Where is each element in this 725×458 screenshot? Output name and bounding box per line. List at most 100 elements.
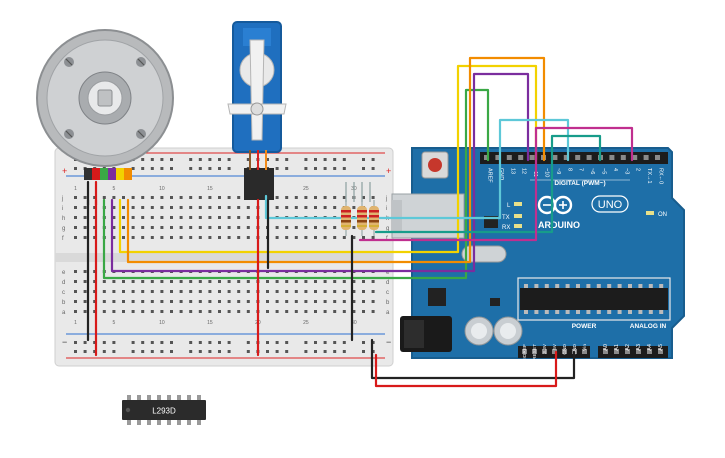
breadboard-hole[interactable] [112,226,116,229]
breadboard-hole[interactable] [294,236,298,239]
breadboard-hole[interactable] [131,196,135,199]
power-pin[interactable] [552,349,557,354]
analog-pin[interactable] [636,349,641,354]
rail-hole[interactable] [323,158,327,161]
rail-hole[interactable] [333,350,337,353]
power-pin[interactable] [522,349,527,354]
breadboard-hole[interactable] [102,290,106,293]
rail-hole[interactable] [160,158,164,161]
rail-hole[interactable] [304,158,308,161]
breadboard-hole[interactable] [198,310,202,313]
rail-hole[interactable] [131,167,135,170]
breadboard-hole[interactable] [93,280,97,283]
breadboard-hole[interactable] [323,300,327,303]
breadboard-hole[interactable] [304,290,308,293]
breadboard-hole[interactable] [333,236,337,239]
digital-pin[interactable] [575,155,581,160]
breadboard-hole[interactable] [198,300,202,303]
breadboard-hole[interactable] [93,236,97,239]
breadboard-hole[interactable] [131,206,135,209]
breadboard-hole[interactable] [371,280,375,283]
rail-hole[interactable] [227,350,231,353]
rail-hole[interactable] [198,341,202,344]
breadboard-hole[interactable] [93,196,97,199]
breadboard-hole[interactable] [83,300,87,303]
breadboard-hole[interactable] [150,280,154,283]
breadboard-hole[interactable] [323,196,327,199]
breadboard-hole[interactable] [102,310,106,313]
breadboard-hole[interactable] [198,216,202,219]
digital-pin[interactable] [506,155,512,160]
breadboard-hole[interactable] [323,310,327,313]
rail-hole[interactable] [208,167,212,170]
breadboard-hole[interactable] [93,226,97,229]
rail-hole[interactable] [83,341,87,344]
dc-motor-icon[interactable] [36,29,174,167]
breadboard-hole[interactable] [246,206,250,209]
breadboard-hole[interactable] [74,290,77,293]
rail-hole[interactable] [246,341,250,344]
rail-hole[interactable] [227,341,231,344]
breadboard-hole[interactable] [323,280,327,283]
breadboard-hole[interactable] [189,290,193,293]
resistor-icon[interactable] [341,200,379,236]
rail-hole[interactable] [227,167,231,170]
breadboard-hole[interactable] [170,310,173,313]
breadboard-hole[interactable] [102,280,106,283]
breadboard-hole[interactable] [294,226,298,229]
breadboard-hole[interactable] [294,280,298,283]
breadboard-hole[interactable] [112,236,116,239]
breadboard-hole[interactable] [362,300,365,303]
rail-hole[interactable] [227,158,231,161]
breadboard-hole[interactable] [189,310,193,313]
rail-hole[interactable] [218,350,221,353]
rail-hole[interactable] [314,158,317,161]
rail-hole[interactable] [333,158,337,161]
breadboard-hole[interactable] [141,310,145,313]
breadboard-hole[interactable] [170,236,173,239]
breadboard-hole[interactable] [285,236,289,239]
breadboard-hole[interactable] [112,196,116,199]
breadboard-hole[interactable] [83,216,87,219]
breadboard-hole[interactable] [227,206,231,209]
breadboard-hole[interactable] [160,196,164,199]
wire-cyan-servo-signal[interactable] [264,118,570,220]
breadboard-hole[interactable] [160,290,164,293]
breadboard-hole[interactable] [237,196,241,199]
breadboard-hole[interactable] [237,310,241,313]
rail-hole[interactable] [189,167,193,170]
digital-pin[interactable] [632,155,638,160]
breadboard-hole[interactable] [218,236,221,239]
rail-hole[interactable] [342,350,346,353]
rail-hole[interactable] [131,350,135,353]
wire-orange-pin10[interactable] [126,56,546,264]
breadboard-hole[interactable] [304,236,308,239]
rail-hole[interactable] [285,350,289,353]
breadboard-hole[interactable] [160,280,164,283]
breadboard-hole[interactable] [93,216,97,219]
analog-pin[interactable] [658,349,663,354]
breadboard-hole[interactable] [179,310,183,313]
breadboard-hole[interactable] [93,290,97,293]
breadboard-hole[interactable] [208,280,212,283]
breadboard-hole[interactable] [122,196,125,199]
rail-hole[interactable] [141,167,145,170]
rail-hole[interactable] [218,167,221,170]
rail-hole[interactable] [333,167,337,170]
breadboard-hole[interactable] [83,206,87,209]
breadboard-hole[interactable] [323,226,327,229]
breadboard-hole[interactable] [208,196,212,199]
breadboard-hole[interactable] [83,196,87,199]
breadboard-hole[interactable] [112,216,116,219]
rail-hole[interactable] [342,167,346,170]
breadboard-hole[interactable] [74,216,77,219]
breadboard-hole[interactable] [74,280,77,283]
rail-hole[interactable] [198,350,202,353]
breadboard-hole[interactable] [342,290,346,293]
breadboard-hole[interactable] [189,236,193,239]
rail-hole[interactable] [371,158,375,161]
l293d-chip[interactable]: L293D [122,395,206,425]
breadboard-hole[interactable] [362,236,365,239]
breadboard-hole[interactable] [198,280,202,283]
wire-black-gnd-arduino[interactable] [370,338,576,380]
